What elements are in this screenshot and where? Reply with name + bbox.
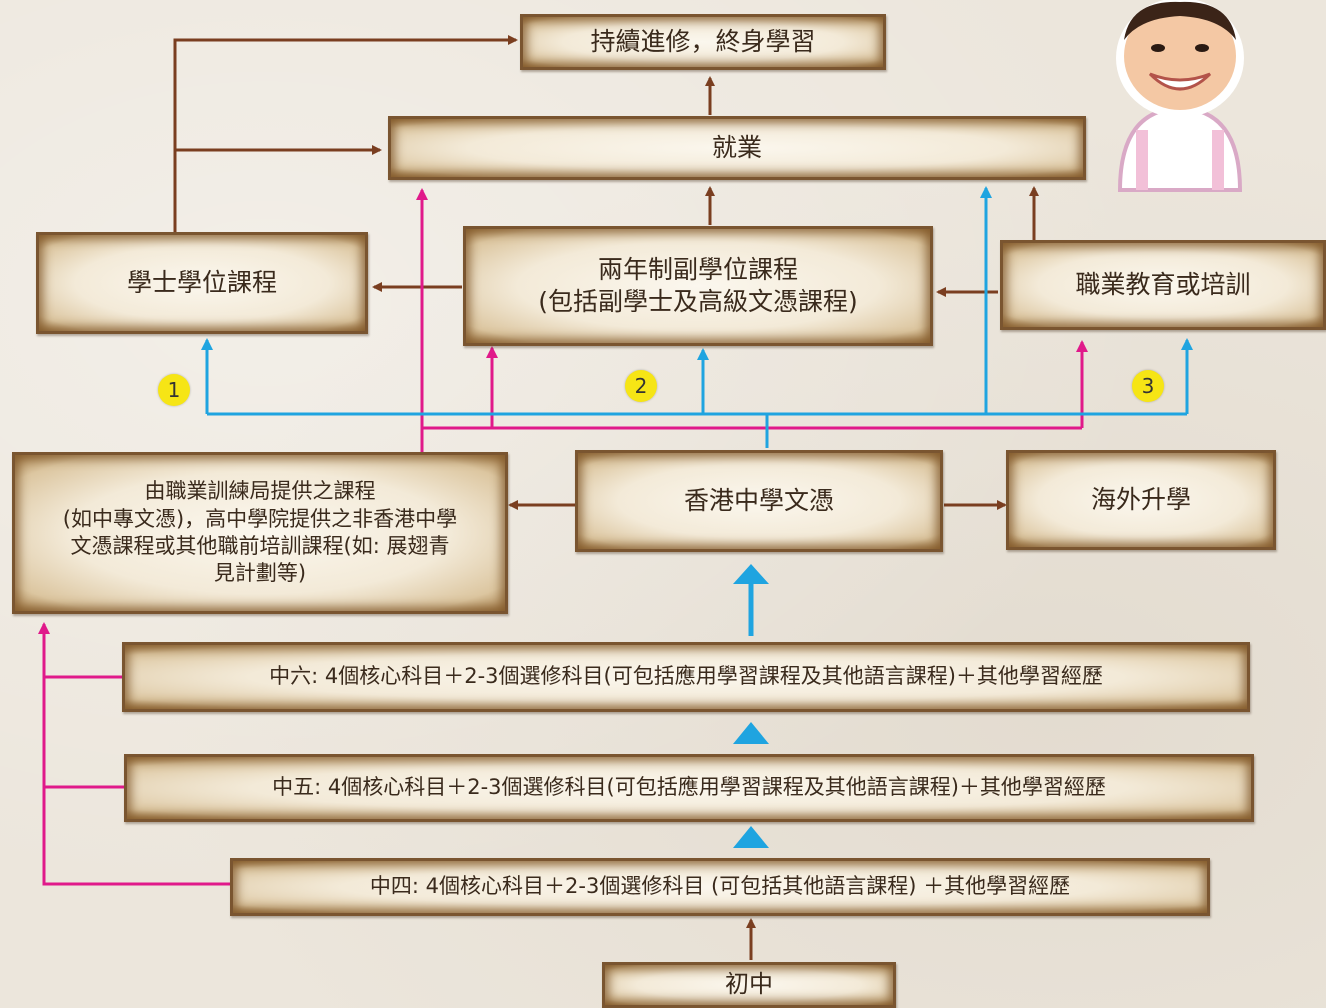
s5-label: 中五: 4個核心科目＋2-3個選修科目(可包括應用學習課程及其他語言課程)＋其他… [272, 775, 1106, 800]
vtc-label-line1: 由職業訓練局提供之課程 [144, 479, 376, 504]
box-hkdse: 香港中學文憑 [575, 450, 943, 552]
box-associate-degree: 兩年制副學位課程 (包括副學士及高級文憑課程) [463, 226, 933, 346]
blue-triangle-s4-s5 [733, 826, 769, 848]
box-lifelong-learning: 持續進修，終身學習 [520, 14, 886, 70]
vocational-label: 職業教育或培訓 [1075, 269, 1251, 299]
pink-arrows [38, 188, 1088, 886]
vtc-label-line2: (如中專文憑)，高中學院提供之非香港中學 [62, 506, 458, 531]
box-vtc-courses: 由職業訓練局提供之課程 (如中專文憑)，高中學院提供之非香港中學 文憑課程或其他… [12, 452, 508, 614]
box-employment: 就業 [388, 116, 1086, 180]
marker-1: 1 [158, 374, 190, 406]
box-junior-secondary: 初中 [602, 962, 896, 1008]
associate-label-line2: (包括副學士及高級文憑課程) [538, 287, 858, 316]
s6-label: 中六: 4個核心科目＋2-3個選修科目(可包括應用學習課程及其他語言課程)＋其他… [269, 664, 1103, 689]
blue-arrowhead-hkdse [733, 564, 769, 584]
marker-3: 3 [1132, 370, 1164, 402]
employment-label: 就業 [711, 132, 762, 162]
junior-label: 初中 [725, 970, 773, 999]
overseas-label: 海外升學 [1090, 484, 1191, 514]
s4-label: 中四: 4個核心科目＋2-3個選修科目 (可包括其他語言課程) ＋其他學習經歷 [369, 874, 1071, 899]
student-avatar-icon [1116, 0, 1244, 192]
box-s4: 中四: 4個核心科目＋2-3個選修科目 (可包括其他語言課程) ＋其他學習經歷 [230, 858, 1210, 916]
box-s6: 中六: 4個核心科目＋2-3個選修科目(可包括應用學習課程及其他語言課程)＋其他… [122, 642, 1250, 712]
bachelor-label: 學士學位課程 [126, 267, 277, 297]
box-bachelor-degree: 學士學位課程 [36, 232, 368, 334]
box-s5: 中五: 4個核心科目＋2-3個選修科目(可包括應用學習課程及其他語言課程)＋其他… [124, 754, 1254, 822]
box-overseas-study: 海外升學 [1006, 450, 1276, 550]
lifelong-label: 持續進修，終身學習 [590, 26, 816, 56]
hkdse-label: 香港中學文憑 [683, 485, 834, 515]
vtc-label-line4: 見計劃等) [213, 561, 307, 586]
brown-arrows [173, 35, 1039, 960]
blue-arrows [201, 186, 1193, 636]
blue-triangle-s5-s6 [733, 722, 769, 744]
marker-2: 2 [625, 370, 657, 402]
box-vocational-training: 職業教育或培訓 [1000, 240, 1326, 330]
vtc-label-line3: 文憑課程或其他職前培訓課程(如: 展翅青 [70, 534, 450, 558]
associate-label-line1: 兩年制副學位課程 [597, 254, 798, 284]
